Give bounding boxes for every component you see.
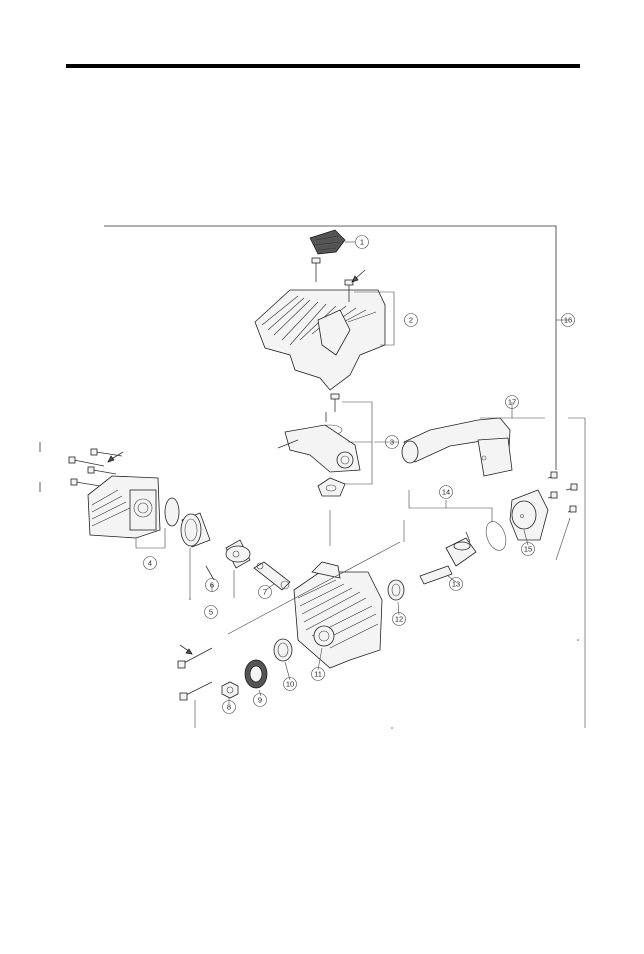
callout-8: 8 (223, 701, 236, 714)
svg-text:9: 9 (258, 696, 262, 705)
callout-1: 1 (356, 236, 369, 249)
callout-12: 12 (393, 613, 406, 626)
callout-15: 15 (522, 543, 535, 556)
svg-text:15: 15 (524, 545, 532, 554)
svg-text:11: 11 (314, 670, 322, 679)
svg-text:1: 1 (360, 238, 364, 247)
svg-text:10: 10 (286, 680, 294, 689)
svg-text:4: 4 (148, 559, 152, 568)
speck-mark (577, 639, 579, 641)
part-8-nut (222, 682, 238, 698)
callout-13: 13 (450, 578, 463, 591)
part-9-prop-driver (245, 660, 267, 688)
part-carburetor (278, 394, 372, 496)
svg-text:7: 7 (263, 588, 267, 597)
callout-2: 2 (405, 314, 418, 327)
part-5-liner-piston (181, 513, 290, 600)
svg-text:17: 17 (508, 398, 516, 407)
callout-14: 14 (440, 486, 453, 499)
part-1-glow-clip (310, 230, 355, 254)
part-11-crankcase (228, 510, 404, 668)
svg-text:12: 12 (395, 615, 403, 624)
part-4-rear-housing (88, 476, 179, 548)
speck-mark (391, 727, 393, 729)
bolts-lower (178, 648, 212, 700)
callout-9: 9 (254, 694, 267, 707)
part-10-bearing (274, 639, 292, 661)
part-3-manifold (374, 402, 545, 476)
svg-text:5: 5 (209, 608, 213, 617)
callout-4: 4 (144, 557, 157, 570)
svg-text:14: 14 (442, 488, 450, 497)
callout-5: 5 (205, 606, 218, 619)
callout-16: 16 (562, 314, 575, 327)
svg-text:2: 2 (409, 316, 413, 325)
svg-text:13: 13 (452, 580, 460, 589)
svg-text:16: 16 (564, 316, 572, 325)
part-15-rear-cover (510, 472, 577, 560)
callout-10: 10 (284, 678, 297, 691)
svg-text:8: 8 (227, 703, 231, 712)
part-2-head-cover (255, 258, 394, 390)
callout-11: 11 (312, 668, 325, 681)
svg-text:3: 3 (390, 438, 394, 447)
svg-text:6: 6 (210, 581, 214, 590)
callout-7: 7 (259, 586, 272, 599)
part-12-bearing (388, 580, 404, 600)
